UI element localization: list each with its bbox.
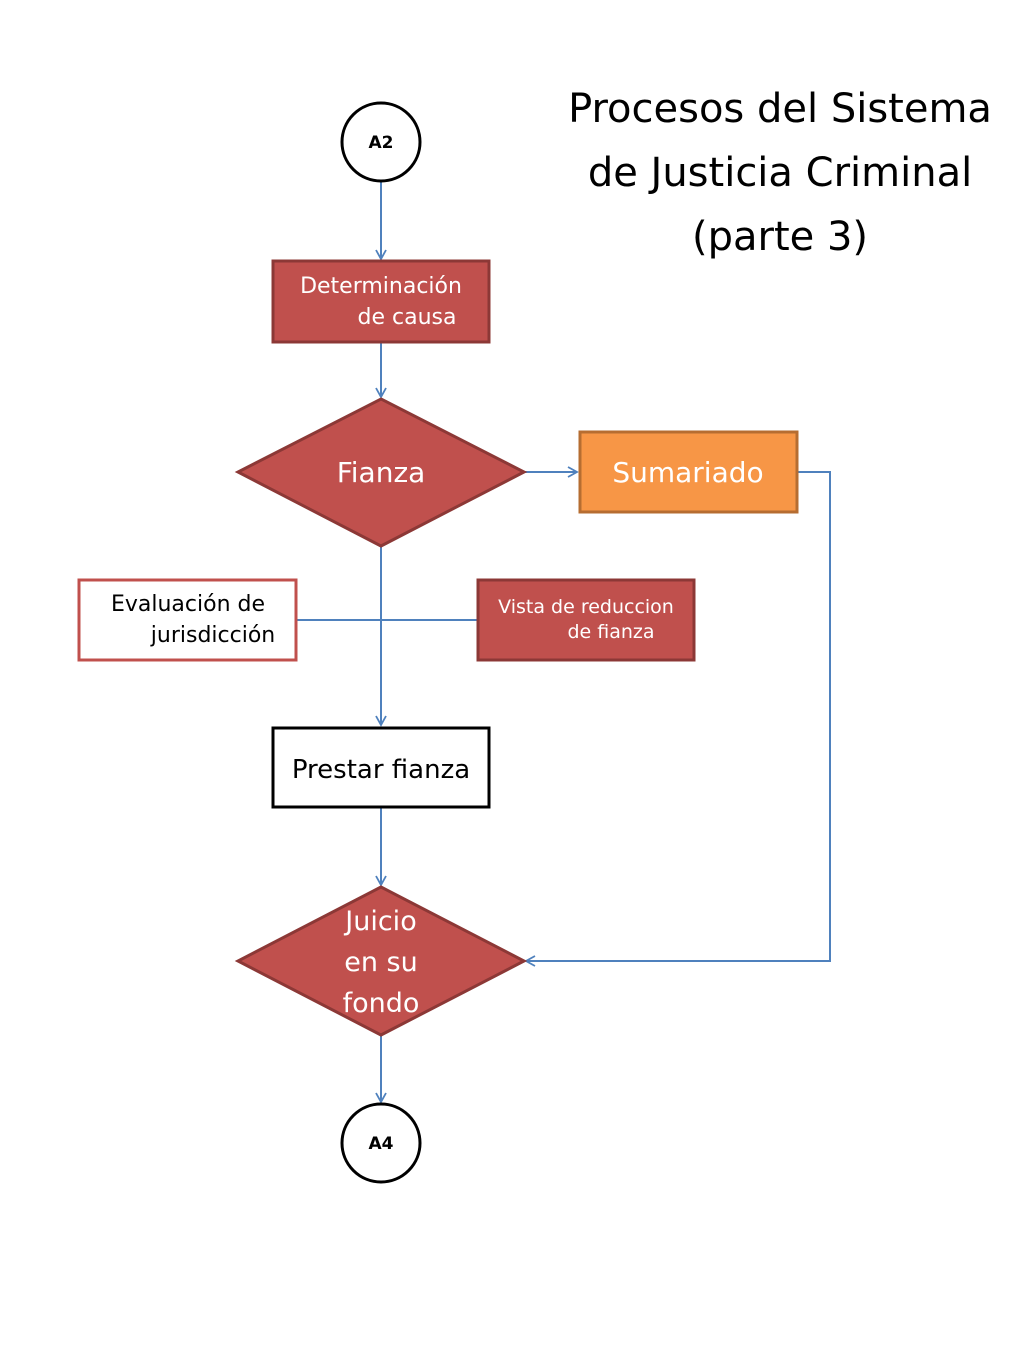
connector-a4-label: A4 xyxy=(369,1134,394,1154)
sumariado-label: Sumariado xyxy=(612,456,763,489)
connector-a4: A4 xyxy=(340,1102,422,1184)
connector-a2: A2 xyxy=(340,101,422,183)
node-determinacion-de-causa: Determinación de causa xyxy=(271,259,491,344)
node-sumariado: Sumariado xyxy=(578,430,799,514)
connector-circle xyxy=(340,1102,422,1184)
process-box xyxy=(578,430,799,514)
process-box xyxy=(271,726,491,809)
flow-arrows xyxy=(297,182,831,1104)
arrow-sumariado-to-juicio xyxy=(524,471,831,967)
evaluacion-line-1: Evaluación de xyxy=(111,592,265,617)
process-box xyxy=(476,578,696,662)
node-vista-de-reduccion-de-fianza: Vista de reduccion de fianza xyxy=(476,578,696,662)
title-line-2: de Justicia Criminal xyxy=(588,150,972,196)
node-evaluacion-de-jurisdiccion: Evaluación de jurisdicción xyxy=(77,578,298,662)
juicio-line-1: Juicio xyxy=(343,906,416,937)
vista-line-2: de fianza xyxy=(567,621,654,643)
connector-circle xyxy=(340,101,422,183)
decision-diamond xyxy=(234,397,528,548)
page-title: Procesos del Sistema de Justicia Crimina… xyxy=(568,86,992,260)
process-box xyxy=(271,259,491,344)
process-box xyxy=(77,578,298,662)
decision-diamond xyxy=(234,885,528,1037)
prestar-label: Prestar fianza xyxy=(292,755,470,785)
determinacion-line-1: Determinación xyxy=(300,274,462,299)
vista-line-1: Vista de reduccion xyxy=(498,596,674,618)
juicio-line-3: fondo xyxy=(343,988,420,1019)
fianza-label: Fianza xyxy=(337,456,426,489)
title-line-3: (parte 3) xyxy=(692,214,868,260)
decision-fianza: Fianza xyxy=(234,397,528,548)
determinacion-line-2: de causa xyxy=(358,305,457,330)
connector-a2-label: A2 xyxy=(369,133,394,153)
evaluacion-line-2: jurisdicción xyxy=(150,623,275,648)
node-prestar-fianza: Prestar fianza xyxy=(271,726,491,809)
juicio-line-2: en su xyxy=(344,947,418,978)
decision-juicio-en-su-fondo: Juicio en su fondo xyxy=(234,885,528,1037)
title-line-1: Procesos del Sistema xyxy=(568,86,992,132)
